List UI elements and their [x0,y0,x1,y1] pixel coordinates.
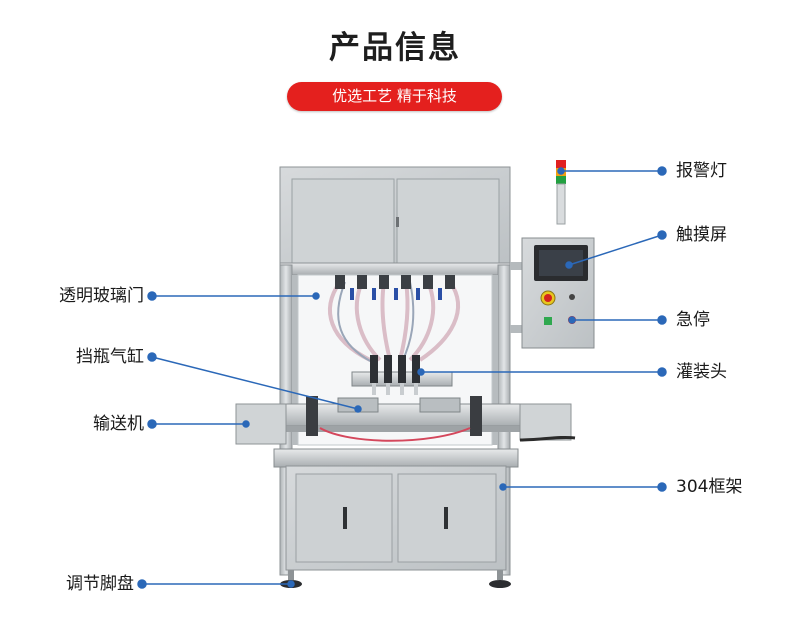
callout-bottle-stop-cylinder: 挡瓶气缸 [76,347,144,367]
adjustable-feet [280,570,511,588]
callout-frame: 304框架 [676,477,743,497]
work-table [273,448,519,468]
callout-conveyor: 输送机 [93,414,144,434]
alarm-light [556,160,566,168]
callout-emergency-stop: 急停 [676,310,710,330]
bottle-stop-cylinder [306,396,318,436]
callout-alarm-light: 报警灯 [676,161,727,181]
callout-adjustable-feet: 调节脚盘 [66,574,134,594]
callout-filling-head: 灌装头 [676,362,727,382]
page-title: 产品信息 [329,30,461,66]
callout-glass-door: 透明玻璃门 [59,286,144,306]
top-rail [279,262,511,276]
subtitle-badge: 优选工艺 精于科技 [287,82,502,111]
callout-touch-screen: 触摸屏 [676,225,727,245]
bottle-stop-cylinder [470,396,482,436]
